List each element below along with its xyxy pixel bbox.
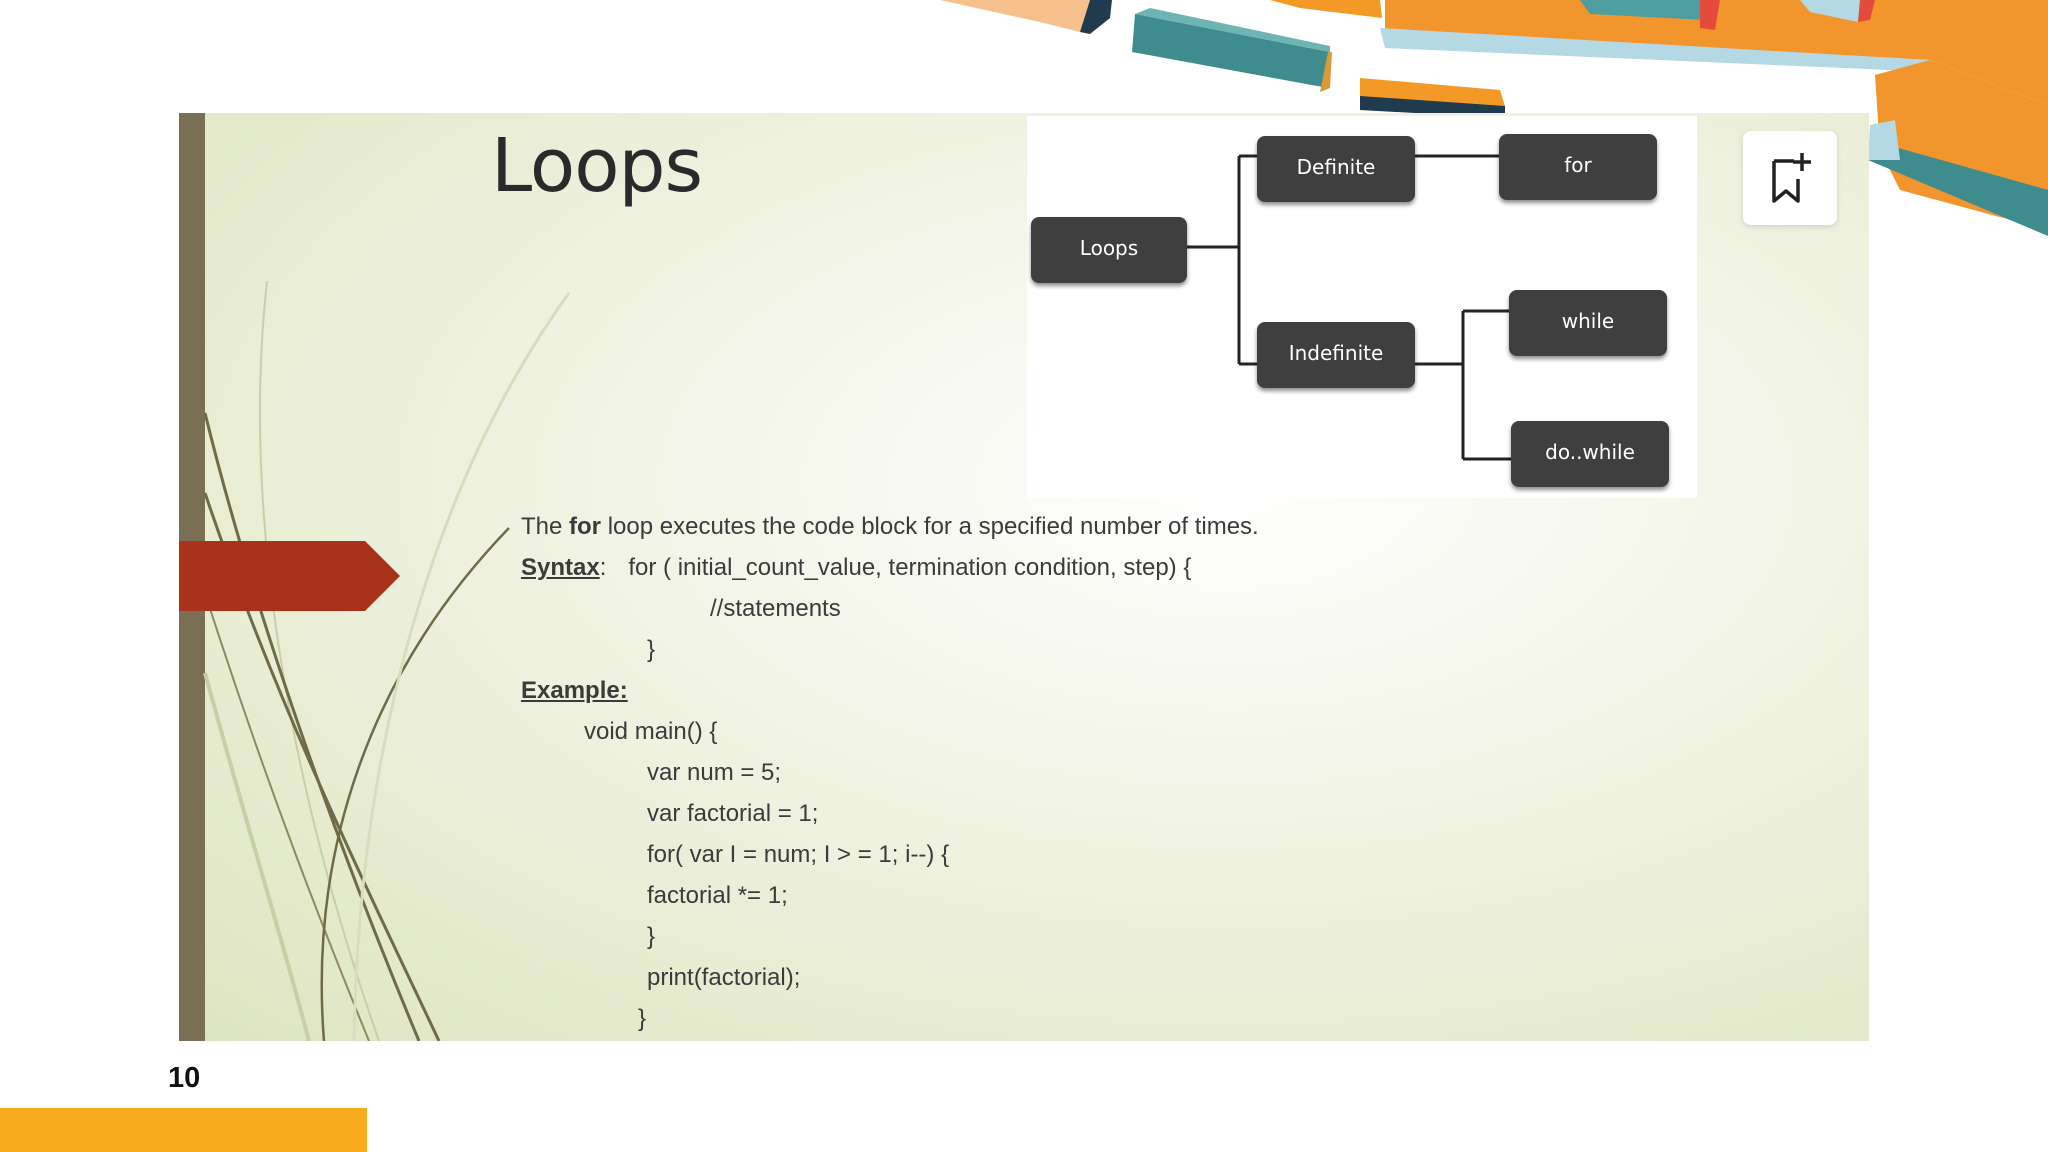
node-indefinite: Indefinite	[1257, 322, 1415, 388]
code-line: var factorial = 1;	[647, 800, 819, 827]
diagram-connectors	[1187, 154, 1511, 461]
slide-title: Loops	[491, 123, 703, 209]
slide-panel: Loops Loops Definite Indefinite for whil…	[179, 113, 1869, 1041]
syntax-statements: //statements	[710, 595, 841, 622]
code-line: factorial *= 1;	[647, 882, 788, 909]
node-do-while: do..while	[1511, 421, 1669, 487]
loops-diagram: Loops Definite Indefinite for while do..…	[1027, 116, 1697, 498]
node-loops: Loops	[1031, 217, 1187, 283]
code-line: void main() {	[584, 718, 718, 745]
intro-line: The for loop executes the code block for…	[521, 513, 1259, 540]
footer-accent-bar	[0, 1108, 367, 1152]
node-while: while	[1509, 290, 1667, 356]
bookmark-add-icon	[1772, 153, 1811, 203]
code-line: }	[647, 923, 656, 950]
red-arrow-shape	[179, 541, 400, 611]
code-line: for( var I = num; I > = 1; i--) {	[647, 841, 950, 868]
syntax-text: for ( initial_count_value, termination c…	[628, 554, 1192, 581]
page-number: 10	[168, 1062, 201, 1094]
code-line: }	[638, 1005, 647, 1032]
syntax-close-brace: }	[647, 636, 656, 663]
node-definite: Definite	[1257, 136, 1415, 202]
syntax-label: Syntax	[521, 554, 600, 581]
code-line: var num = 5;	[647, 759, 782, 786]
example-label: Example:	[521, 677, 628, 704]
node-for: for	[1499, 134, 1657, 200]
code-line: print(factorial);	[647, 964, 801, 991]
syntax-line: Syntax:for ( initial_count_value, termin…	[521, 554, 1192, 581]
bookmark-button[interactable]	[1743, 131, 1837, 225]
decorative-blocks	[940, 0, 2048, 236]
